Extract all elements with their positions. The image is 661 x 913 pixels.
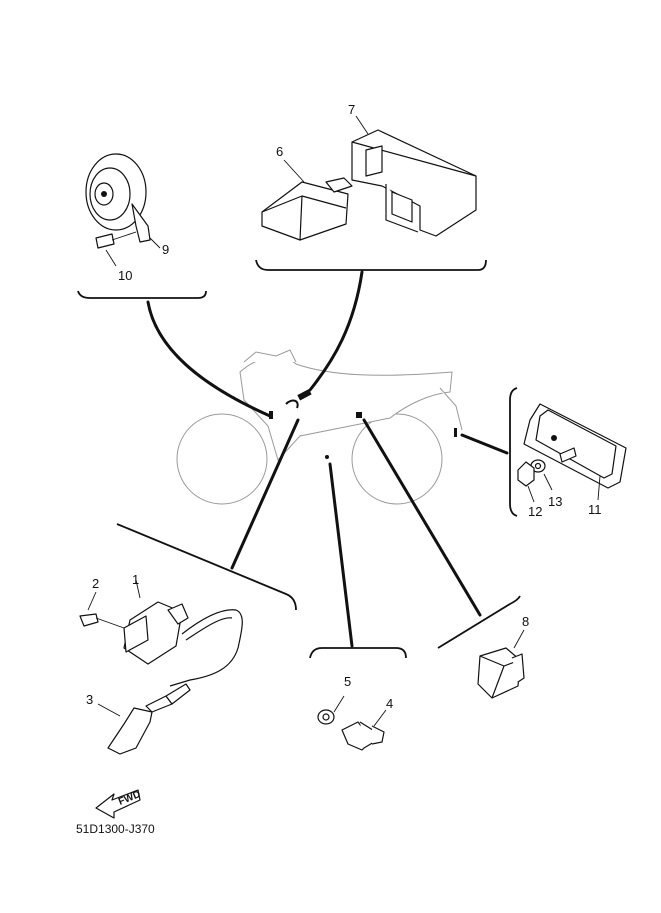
motorcycle-silhouette <box>176 349 463 505</box>
callout-13: 13 <box>548 494 562 509</box>
connector-lines <box>146 270 509 648</box>
callout-3: 3 <box>86 692 93 707</box>
callout-1: 1 <box>132 572 139 587</box>
license-light-assembly <box>517 403 627 503</box>
callout-5: 5 <box>344 674 351 689</box>
callout-6: 6 <box>276 144 283 159</box>
callout-8: 8 <box>522 614 529 629</box>
ecu-unit <box>261 159 353 241</box>
connector-box <box>351 115 477 237</box>
callout-11: 11 <box>588 502 602 517</box>
callout-numbers: 1 2 3 4 5 6 7 8 9 10 11 12 13 <box>86 102 602 711</box>
callout-10: 10 <box>118 268 132 283</box>
relay <box>477 629 525 699</box>
sensor-assembly <box>317 695 387 751</box>
callout-7: 7 <box>348 102 355 117</box>
callout-2: 2 <box>92 576 99 591</box>
fwd-arrow-icon: FWD <box>95 789 142 819</box>
ignition-coil-assembly <box>79 579 243 755</box>
group-brackets <box>77 259 521 659</box>
callout-9: 9 <box>162 242 169 257</box>
callout-12: 12 <box>528 504 542 519</box>
horn-assembly <box>85 153 161 267</box>
part-code: 51D1300-J370 <box>76 822 155 836</box>
callout-4: 4 <box>386 696 393 711</box>
